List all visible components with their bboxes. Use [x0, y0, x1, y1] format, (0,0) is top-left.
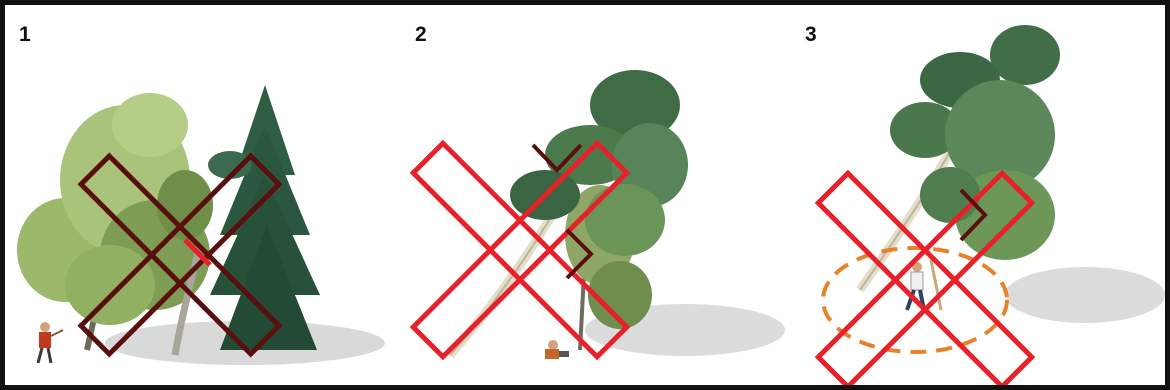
panel-2: 2	[395, 5, 785, 385]
panel-1: 1	[5, 5, 395, 385]
scene-two-trees	[5, 5, 395, 385]
scene-leaning-tree	[395, 5, 785, 385]
lumberjack-icon	[907, 260, 941, 310]
panel-3: 3	[785, 5, 1165, 385]
lumberjack-icon	[545, 340, 569, 359]
ground-shadow	[1005, 267, 1165, 323]
scene-felling-zone	[785, 5, 1165, 385]
lumberjack-icon	[38, 322, 63, 363]
